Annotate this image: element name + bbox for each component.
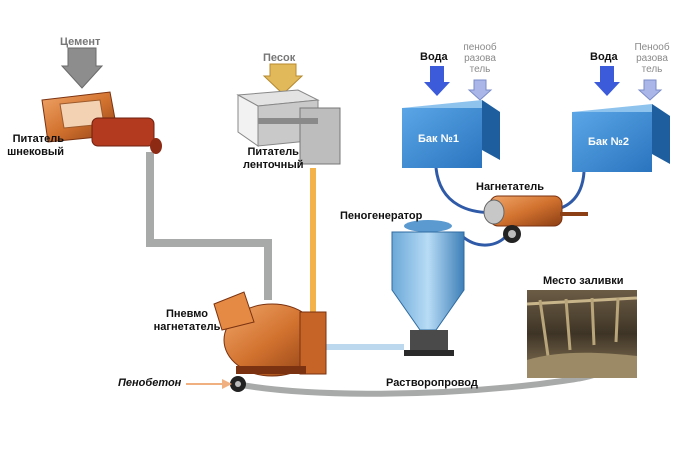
sand-hopper-icon <box>262 63 304 95</box>
pouring-site-image <box>526 290 638 378</box>
foam-agent-arrow-2-icon <box>637 79 663 101</box>
foaming-agent-2-line2: разова <box>636 53 668 64</box>
belt-feeder-icon <box>236 89 341 165</box>
tank-2-label: Бак №2 <box>588 136 629 148</box>
pneumo-pump-icon <box>213 291 327 392</box>
pneumo-pump-label: Пневмо нагнетатель <box>152 308 222 334</box>
pump-icon <box>483 195 588 243</box>
cement-label: Цемент <box>60 36 101 48</box>
pneumo-pump-label-line1: Пневмо <box>166 308 208 320</box>
tank-1-label: Бак №1 <box>418 133 459 145</box>
foam-concrete-arrow-icon <box>186 379 232 389</box>
belt-feeder-label: Питатель ленточный <box>243 146 303 172</box>
belt-feeder-label-line2: ленточный <box>243 159 304 171</box>
cement-hopper-icon <box>60 47 104 89</box>
foaming-agent-2-label: Пенооб разова тель <box>632 42 672 75</box>
foaming-agent-1-line3: тель <box>469 64 491 75</box>
sand-label: Песок <box>263 52 296 64</box>
screw-feeder-label: Питатель шнековый <box>4 133 64 159</box>
foaming-agent-1-line1: пенооб <box>463 42 497 53</box>
screw-feeder-label-line2: шнековый <box>7 146 64 158</box>
foaming-agent-1-label: пенооб разова тель <box>462 42 498 75</box>
screw-feeder-icon <box>41 91 162 154</box>
water-2-label: Вода <box>590 51 618 63</box>
foam-concrete-label: Пенобетон <box>118 377 182 389</box>
foaming-agent-1-line2: разова <box>464 53 496 64</box>
belt-feeder-label-line1: Питатель <box>247 146 299 158</box>
foaming-agent-2-line3: тель <box>641 64 663 75</box>
foam-agent-arrow-1-icon <box>467 79 493 101</box>
pneumo-pump-label-line2: нагнетатель <box>153 321 221 333</box>
water-arrow-1-icon <box>424 66 450 96</box>
pump-label: Нагнетатель <box>476 181 545 193</box>
pouring-site-label: Место заливки <box>543 275 624 287</box>
foaming-agent-2-line1: Пенооб <box>634 42 670 53</box>
screw-feeder-label-line1: Питатель <box>12 133 64 145</box>
water-1-label: Вода <box>420 51 448 63</box>
pipeline-label: Растворопровод <box>386 377 478 389</box>
hose-generator <box>461 234 508 247</box>
foam-generator-label: Пеногенератор <box>340 210 423 222</box>
cement-pipe <box>146 152 272 300</box>
tank-2-icon <box>572 104 670 172</box>
foam-generator-icon <box>391 220 465 356</box>
tank-1-icon <box>402 100 500 168</box>
water-arrow-2-icon <box>594 66 620 96</box>
